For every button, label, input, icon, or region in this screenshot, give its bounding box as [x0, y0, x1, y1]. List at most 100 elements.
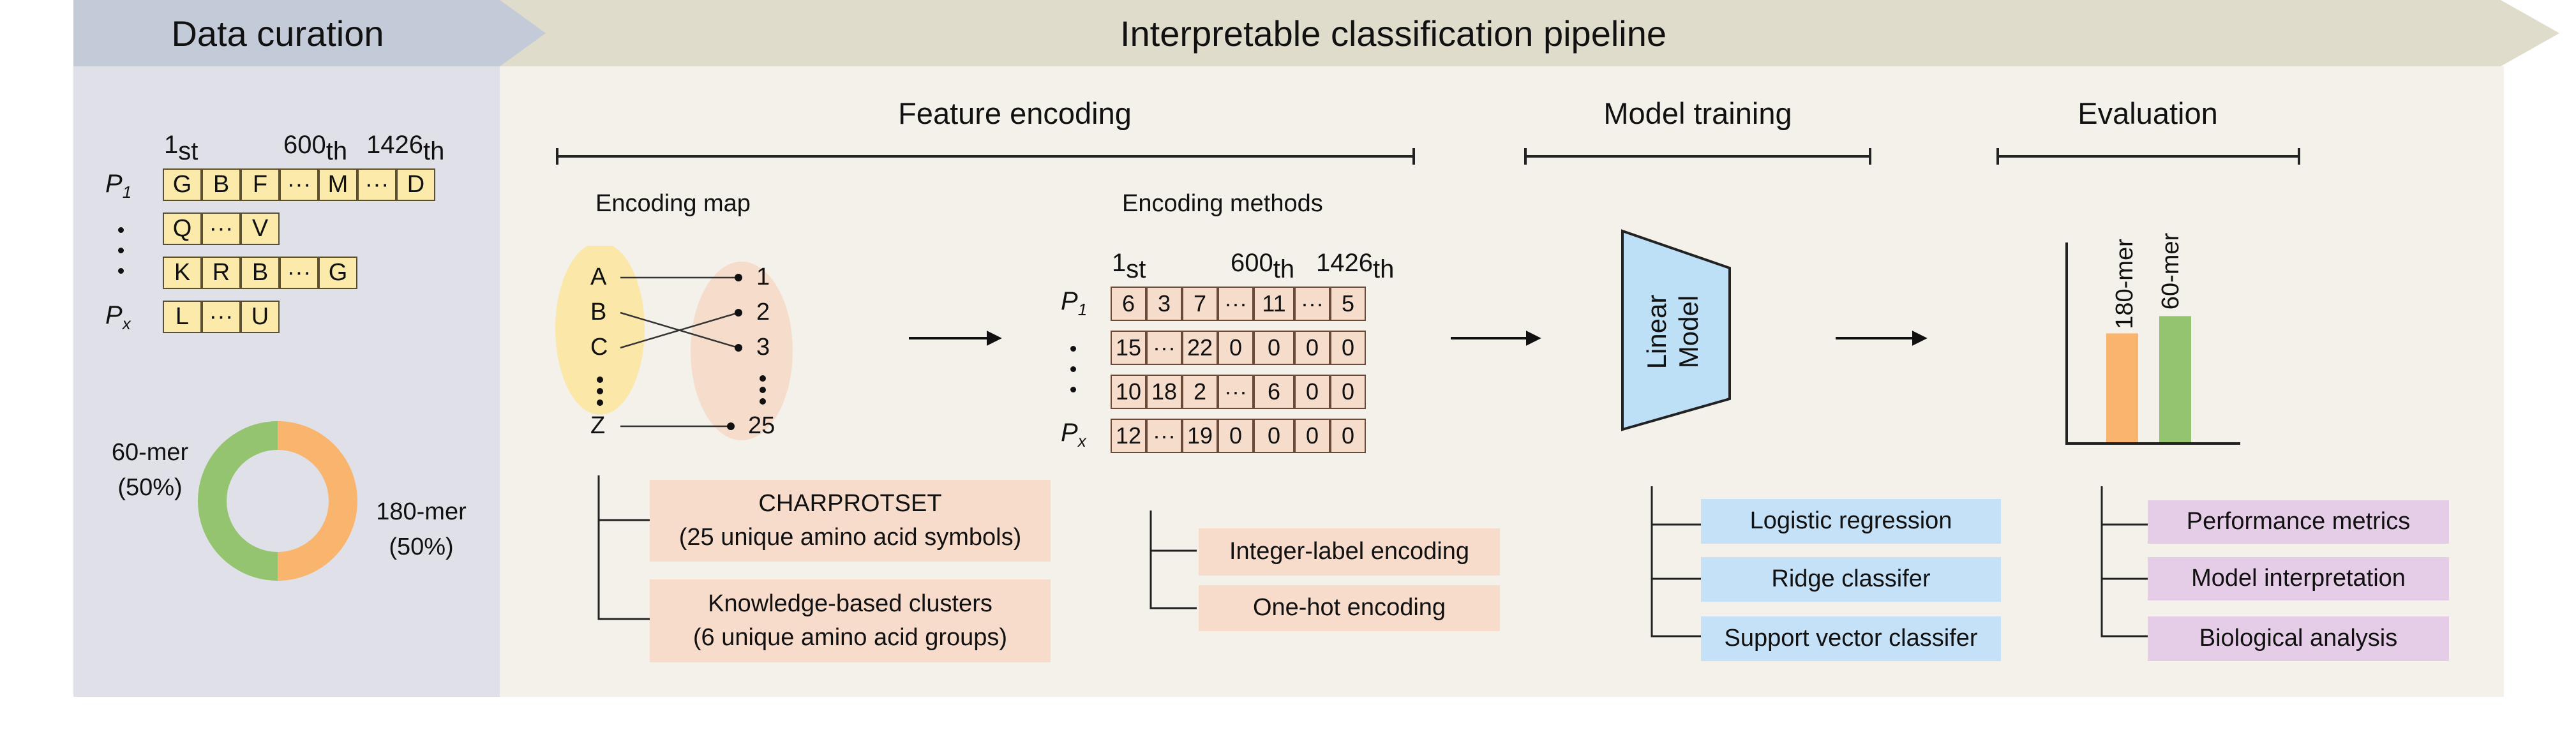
map-letter-z: Z [590, 412, 606, 439]
alphabet-charprotset-box: CHARPROTSET (25 unique amino acid symbol… [650, 480, 1051, 562]
encoding-methods-title: Encoding methods [1122, 190, 1323, 217]
model-training-title: Model training [1603, 96, 1792, 130]
encoded-cell: 5 [1330, 287, 1366, 321]
encoded-cell: 10 [1111, 375, 1146, 409]
donut-label-180-mer: 180-mer (50%) [376, 498, 467, 561]
evaluation-tree-connector [2100, 486, 2151, 637]
encoded-cell: ··· [1218, 287, 1254, 321]
left-header-banner [73, 0, 546, 66]
map-number-2: 2 [756, 299, 770, 325]
map-letter-c: C [590, 334, 608, 361]
linear-model-trapezoid [1621, 229, 1731, 431]
flow-arrows [909, 331, 1928, 346]
sequence-cell: G [318, 257, 357, 289]
sequence-cell: D [396, 168, 435, 201]
header-banners [73, 0, 2559, 66]
sequence-cell: ··· [357, 168, 396, 201]
encoded-cell: 22 [1182, 331, 1218, 365]
sequence-p1-label: P1 [105, 170, 132, 202]
bar-180-mer [2106, 333, 2138, 442]
encoded-cell: 0 [1294, 419, 1330, 453]
encoded-cell: 0 [1330, 419, 1366, 453]
sequence-vertical-ellipsis [116, 227, 125, 276]
linear-model-label: Linear Model [1641, 294, 1704, 369]
position-label-1426: 1426th [366, 131, 445, 165]
encoded-cell: 0 [1330, 331, 1366, 365]
encoded-cell: ··· [1294, 287, 1330, 321]
right-header-banner [500, 0, 2559, 66]
position-label-600: 600th [283, 131, 348, 165]
encoded-cell: 0 [1294, 331, 1330, 365]
bar-label-60-mer: 60-mer [2157, 232, 2184, 310]
bar-label-180-mer: 180-mer [2111, 239, 2138, 329]
encoded-cell: ··· [1146, 419, 1182, 453]
matrix-position-1426: 1426th [1316, 249, 1395, 283]
matrix-p1-label: P1 [1061, 287, 1088, 319]
sequence-cell: L [163, 301, 202, 333]
bar-60-mer [2159, 316, 2191, 442]
position-label-first: 1st [164, 131, 198, 165]
chart-axes [2065, 242, 2240, 445]
sequence-cell: ··· [202, 301, 241, 333]
encoded-cell: 3 [1146, 287, 1182, 321]
matrix-position-first: 1st [1112, 249, 1146, 283]
matrix-position-600: 600th [1231, 249, 1295, 283]
eval-model-interpretation-box: Model interpretation [2148, 557, 2449, 600]
data-curation-header: Data curation [171, 13, 384, 54]
feature-encoding-title: Feature encoding [898, 96, 1132, 130]
matrix-vertical-ellipsis [1068, 346, 1077, 394]
eval-performance-metrics-box: Performance metrics [2148, 500, 2449, 544]
encoded-cell: 0 [1218, 331, 1254, 365]
encoded-cell: 0 [1254, 419, 1294, 453]
length-distribution-donut [198, 421, 357, 581]
methods-tree-connector [1149, 511, 1197, 609]
encoded-cell: 12 [1111, 419, 1146, 453]
sequence-cell: ··· [280, 257, 318, 289]
model-ridge-classifier-box: Ridge classifer [1701, 557, 2001, 602]
sequence-cell: M [318, 168, 357, 201]
sequence-cell: Q [163, 212, 202, 245]
map-number-3: 3 [756, 334, 770, 361]
method-one-hot-box: One-hot encoding [1199, 585, 1500, 631]
encoded-cell: 2 [1182, 375, 1218, 409]
map-number-25: 25 [748, 412, 775, 439]
sequence-cell: G [163, 168, 202, 201]
number-set-ellipse [691, 262, 793, 440]
encoded-cell: 0 [1294, 375, 1330, 409]
alphabet-clusters-box: Knowledge-based clusters (6 unique amino… [650, 579, 1051, 662]
encoded-cell: 15 [1111, 331, 1146, 365]
sequence-cell: ··· [202, 212, 241, 245]
encoding-map-diagram [555, 246, 793, 440]
sequence-cell: R [202, 257, 241, 289]
map-letter-a: A [590, 264, 607, 290]
encoded-cell: 7 [1182, 287, 1218, 321]
evaluation-bar-chart [2065, 242, 2240, 445]
encoded-cell: 6 [1111, 287, 1146, 321]
eval-biological-analysis-box: Biological analysis [2148, 616, 2449, 661]
models-tree-connector [1651, 486, 1704, 637]
encoded-cell: 6 [1254, 375, 1294, 409]
letter-set-ellipse [555, 246, 645, 415]
model-logistic-regression-box: Logistic regression [1701, 499, 2001, 544]
map-number-1: 1 [756, 264, 770, 290]
model-support-vector-box: Support vector classifer [1701, 616, 2001, 661]
encoded-cell: 19 [1182, 419, 1218, 453]
sequence-cell: ··· [280, 168, 318, 201]
sequence-cell: F [241, 168, 280, 201]
encoded-cell: 18 [1146, 375, 1182, 409]
encoding-map-title: Encoding map [595, 190, 751, 217]
encoded-cell: 0 [1254, 331, 1294, 365]
sequence-px-label: Px [105, 301, 131, 333]
encoded-cell: 0 [1330, 375, 1366, 409]
sequence-cell: U [241, 301, 280, 333]
sequence-cell: B [241, 257, 280, 289]
sequence-cell: V [241, 212, 280, 245]
donut-label-60-mer: 60-mer (50%) [111, 439, 189, 502]
encoded-cell: ··· [1146, 331, 1182, 365]
method-integer-label-box: Integer-label encoding [1199, 528, 1500, 576]
pipeline-header: Interpretable classification pipeline [1120, 13, 1667, 54]
matrix-px-label: Px [1061, 419, 1086, 451]
alphabet-tree-connector [597, 475, 651, 620]
sequence-cell: K [163, 257, 202, 289]
donut-segment-180-mer [278, 421, 357, 581]
